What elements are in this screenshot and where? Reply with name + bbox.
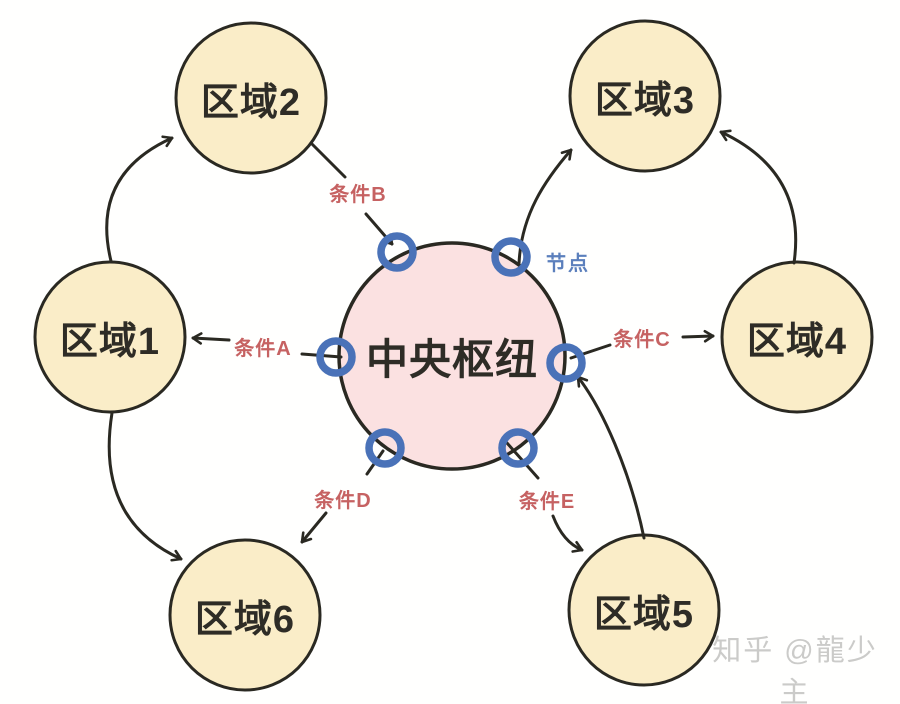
arrow-condition-a-to-region1 <box>191 332 231 345</box>
condition-label-e: 条件E <box>518 490 576 513</box>
region-label-4: 区域4 <box>746 320 848 363</box>
port-ring-bottom-right <box>498 428 538 468</box>
port-ring-top-right <box>491 237 531 277</box>
region-label-3: 区域3 <box>594 79 696 122</box>
port-ring-bottom-left <box>365 428 405 468</box>
region-circle-2 <box>174 21 328 175</box>
arrow-region4-to-region3 <box>719 129 798 265</box>
region-label-1: 区域1 <box>59 320 161 363</box>
region-label-2: 区域2 <box>200 81 302 124</box>
port-ring-top-left <box>377 232 417 272</box>
arrow-region1-to-region6 <box>107 411 183 562</box>
region-circle-4 <box>720 260 874 414</box>
arrow-condition-c-to-region4 <box>681 329 715 343</box>
arrow-condition-d-to-region6 <box>300 511 328 544</box>
region-circle-3 <box>568 19 722 173</box>
stub-region2-to-condition-b <box>310 142 347 179</box>
port-ring-right <box>546 343 586 383</box>
node-tag-label: 节点 <box>546 252 590 275</box>
condition-label-c: 条件C <box>613 328 671 351</box>
region-label-6: 区域6 <box>194 598 296 641</box>
condition-label-d: 条件D <box>314 489 372 512</box>
watermark: 知乎 @龍少主 <box>712 635 878 704</box>
arrow-region5-to-hub <box>576 375 646 540</box>
region-circle-6 <box>168 538 322 692</box>
condition-label-a: 条件A <box>234 337 292 360</box>
port-ring-left <box>316 337 356 377</box>
region-label-5: 区域5 <box>593 593 695 636</box>
condition-label-b: 条件B <box>329 183 387 206</box>
hub-label: 中央枢纽 <box>365 335 538 383</box>
arrow-region1-to-region2 <box>105 135 174 263</box>
arrow-condition-e-to-region5 <box>551 514 584 553</box>
